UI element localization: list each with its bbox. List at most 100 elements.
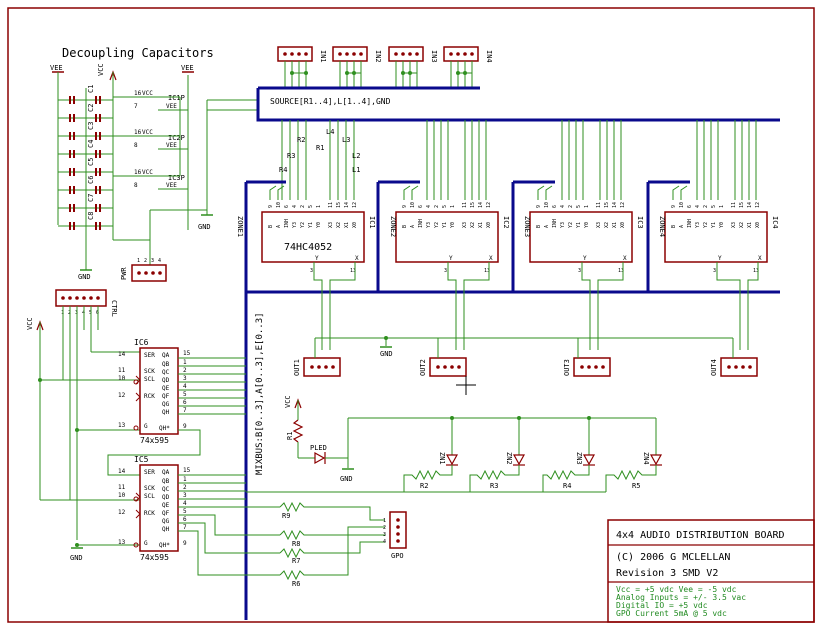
cap-rows: C1 C2 C3 C4 — [58, 85, 113, 230]
sheet-frame — [7, 7, 815, 623]
svg-text:QE: QE — [162, 502, 170, 509]
svg-text:3: 3 — [713, 268, 716, 274]
svg-text:QF: QF — [162, 510, 170, 517]
capacitor: C4 — [58, 140, 113, 158]
ic6-output-wires — [107, 357, 246, 476]
input-connector-in1: IN1 — [277, 46, 327, 88]
svg-text:10: 10 — [118, 492, 126, 499]
source-bus-label: SOURCE[R1..4],L[1..4],GND — [270, 97, 391, 106]
svg-text:X0: X0 — [352, 222, 358, 228]
svg-text:6: 6 — [418, 205, 424, 208]
input-connector-in2: IN2 — [332, 46, 382, 88]
svg-text:C4: C4 — [87, 140, 95, 148]
svg-text:OUT2: OUT2 — [419, 359, 427, 376]
svg-text:Y0: Y0 — [719, 222, 725, 228]
led-section: VCC R1 PLED GND ZN1 R2 — [246, 395, 663, 493]
svg-text:3: 3 — [578, 268, 581, 274]
svg-text:IN3: IN3 — [430, 50, 438, 63]
svg-text:PLED: PLED — [310, 444, 327, 452]
svg-text:16: 16 — [134, 90, 142, 97]
svg-text:QG: QG — [162, 518, 170, 525]
svg-text:IN4: IN4 — [485, 50, 493, 63]
gpo-section: R9 R8 R7 R6 GPO 1 2 3 4 — [279, 501, 407, 588]
svg-text:13: 13 — [618, 268, 624, 274]
svg-text:VEE: VEE — [166, 103, 177, 110]
vee-rail-left: VEE — [50, 64, 64, 225]
svg-text:15: 15 — [739, 202, 745, 208]
svg-text:QA: QA — [162, 352, 170, 359]
svg-text:X3: X3 — [731, 222, 737, 228]
mux-chip-ic4: ZONE4 IC4 Y X 3 13 B A INH Y3 Y2 Y1 Y0 X… — [658, 202, 779, 274]
capacitor: C5 — [58, 158, 113, 176]
svg-text:15: 15 — [604, 202, 610, 208]
svg-text:G: G — [144, 423, 148, 430]
svg-text:1: 1 — [450, 205, 456, 208]
svg-text:9: 9 — [183, 540, 187, 547]
svg-text:R7: R7 — [292, 557, 300, 565]
svg-text:QD: QD — [162, 494, 170, 501]
svg-text:C3: C3 — [87, 122, 95, 130]
svg-text:6: 6 — [284, 205, 290, 208]
svg-text:Y1: Y1 — [442, 222, 448, 228]
svg-text:A: A — [410, 225, 416, 228]
svg-text:X2: X2 — [470, 222, 476, 228]
svg-text:IC2: IC2 — [502, 216, 510, 229]
svg-text:R3: R3 — [490, 482, 498, 490]
svg-text:13: 13 — [118, 422, 126, 429]
svg-text:L3: L3 — [342, 136, 350, 144]
svg-text:Y3: Y3 — [426, 222, 432, 228]
svg-text:74x595: 74x595 — [140, 553, 169, 562]
svg-text:SER: SER — [144, 469, 155, 476]
mix-bus: MIXBUS:B[0..3],A[0..3],E[0..3] — [244, 180, 780, 620]
title-block: 4x4 AUDIO DISTRIBUTION BOARD (C) 2006 G … — [607, 519, 815, 623]
svg-text:GND: GND — [78, 273, 91, 281]
svg-text:14: 14 — [118, 468, 126, 475]
capacitor: C1 — [58, 85, 113, 104]
svg-text:4: 4 — [383, 539, 386, 545]
svg-text:VCC: VCC — [26, 317, 34, 330]
svg-text:10: 10 — [544, 202, 550, 208]
svg-text:4: 4 — [426, 205, 432, 208]
svg-text:VCC: VCC — [97, 63, 105, 76]
svg-text:2: 2 — [434, 205, 440, 208]
svg-text:12: 12 — [118, 509, 126, 516]
svg-text:X: X — [623, 255, 627, 262]
svg-text:6: 6 — [552, 205, 558, 208]
svg-text:QB: QB — [162, 478, 170, 485]
svg-text:QH*: QH* — [159, 425, 170, 432]
svg-text:ZN2: ZN2 — [505, 452, 513, 465]
svg-text:G: G — [144, 540, 148, 547]
svg-text:SCL: SCL — [144, 376, 155, 383]
svg-text:6: 6 — [183, 399, 187, 406]
svg-text:Y1: Y1 — [308, 222, 314, 228]
svg-text:1: 1 — [383, 518, 386, 524]
mux-chip-ic2: ZONE2 IC2 Y X 3 13 B A INH Y3 Y2 Y1 Y0 X… — [389, 202, 510, 274]
svg-text:12: 12 — [755, 202, 761, 208]
svg-text:14: 14 — [747, 202, 753, 208]
power-pin-group: 16 VCC 8 VEE IC3P — [113, 169, 188, 190]
svg-text:7: 7 — [134, 103, 138, 110]
svg-text:11: 11 — [731, 202, 737, 208]
svg-text:11: 11 — [328, 202, 334, 208]
gnd-symbol-outputs: GND — [380, 346, 393, 358]
svg-text:VEE: VEE — [50, 64, 63, 72]
svg-text:ZONE4: ZONE4 — [658, 216, 666, 237]
svg-text:1: 1 — [183, 476, 187, 483]
board-title: 4x4 AUDIO DISTRIBUTION BOARD — [616, 530, 785, 541]
svg-text:1: 1 — [584, 205, 590, 208]
source-bus: SOURCE[R1..4],L[1..4],GND — [256, 86, 780, 122]
svg-text:4: 4 — [183, 500, 187, 507]
gpo-resistor: R9 — [279, 501, 385, 521]
mux-pin-numbers: 9 10 6 4 2 5 1 11 15 14 12 — [536, 202, 626, 208]
copyright-line: (C) 2006 G MCLELLAN — [616, 552, 730, 563]
svg-text:SCK: SCK — [144, 485, 155, 492]
svg-text:2: 2 — [568, 205, 574, 208]
gpo-pin-numbers: 1 2 3 4 — [383, 518, 386, 545]
svg-text:X1: X1 — [344, 222, 350, 228]
revision-line: Revision 3 SMD V2 — [616, 568, 718, 579]
svg-text:SCK: SCK — [144, 368, 155, 375]
svg-text:QH: QH — [162, 526, 170, 533]
